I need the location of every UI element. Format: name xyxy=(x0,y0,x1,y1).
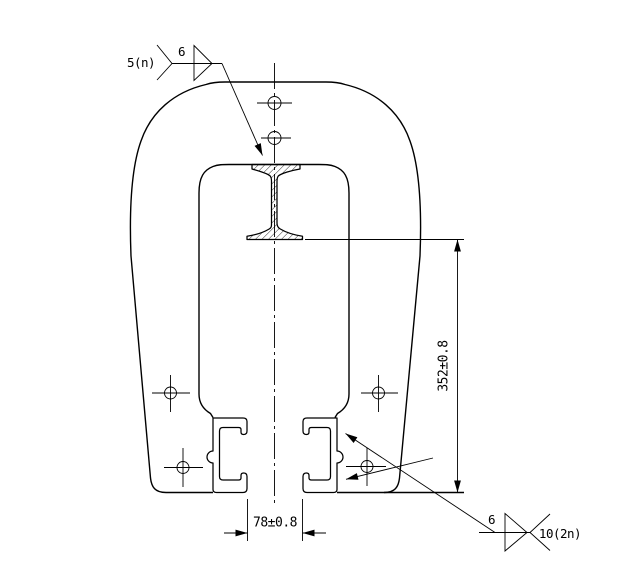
outer-body-outline xyxy=(129,81,422,494)
weld-callout-top: 5(n) 6 xyxy=(127,44,263,156)
weld-bottom-count-label: 10(2n) xyxy=(539,526,581,541)
weld-callout-bottom: 6 10(2n) xyxy=(345,433,582,552)
width-dimension: 78±0.8 xyxy=(224,499,326,541)
hole-group-left xyxy=(152,375,203,487)
dim-height-label: 352±0.8 xyxy=(437,340,452,391)
hole-group-right xyxy=(346,375,398,486)
i-beam-section xyxy=(246,163,304,241)
dim-width-label: 78±0.8 xyxy=(253,516,297,531)
channel-rail-right xyxy=(302,417,344,494)
channel-rail-left xyxy=(206,417,248,494)
channel-rail-left-outline xyxy=(206,417,248,494)
hole-group-top xyxy=(257,96,292,145)
height-dimension: 352±0.8 xyxy=(305,239,464,493)
weld-top-tail-fork xyxy=(156,44,173,81)
weld-top-size-label: 6 xyxy=(178,44,185,59)
weld-top-count-label: 5(n) xyxy=(127,55,155,70)
fillet-weld-icon xyxy=(504,512,528,552)
i-beam-hatching xyxy=(247,164,303,240)
weld-top-leader-arrow xyxy=(221,63,263,156)
weld-bottom-tail-fork xyxy=(529,513,551,551)
fillet-weld-icon xyxy=(193,44,213,82)
weld-bottom-leader-arrow-1 xyxy=(345,433,496,533)
weld-bottom-size-label: 6 xyxy=(488,512,495,527)
channel-rail-right-outline xyxy=(302,417,344,494)
i-beam-outline xyxy=(246,163,304,241)
clamp-body xyxy=(129,81,464,494)
weld-bottom-leader-arrow-2 xyxy=(345,457,434,480)
